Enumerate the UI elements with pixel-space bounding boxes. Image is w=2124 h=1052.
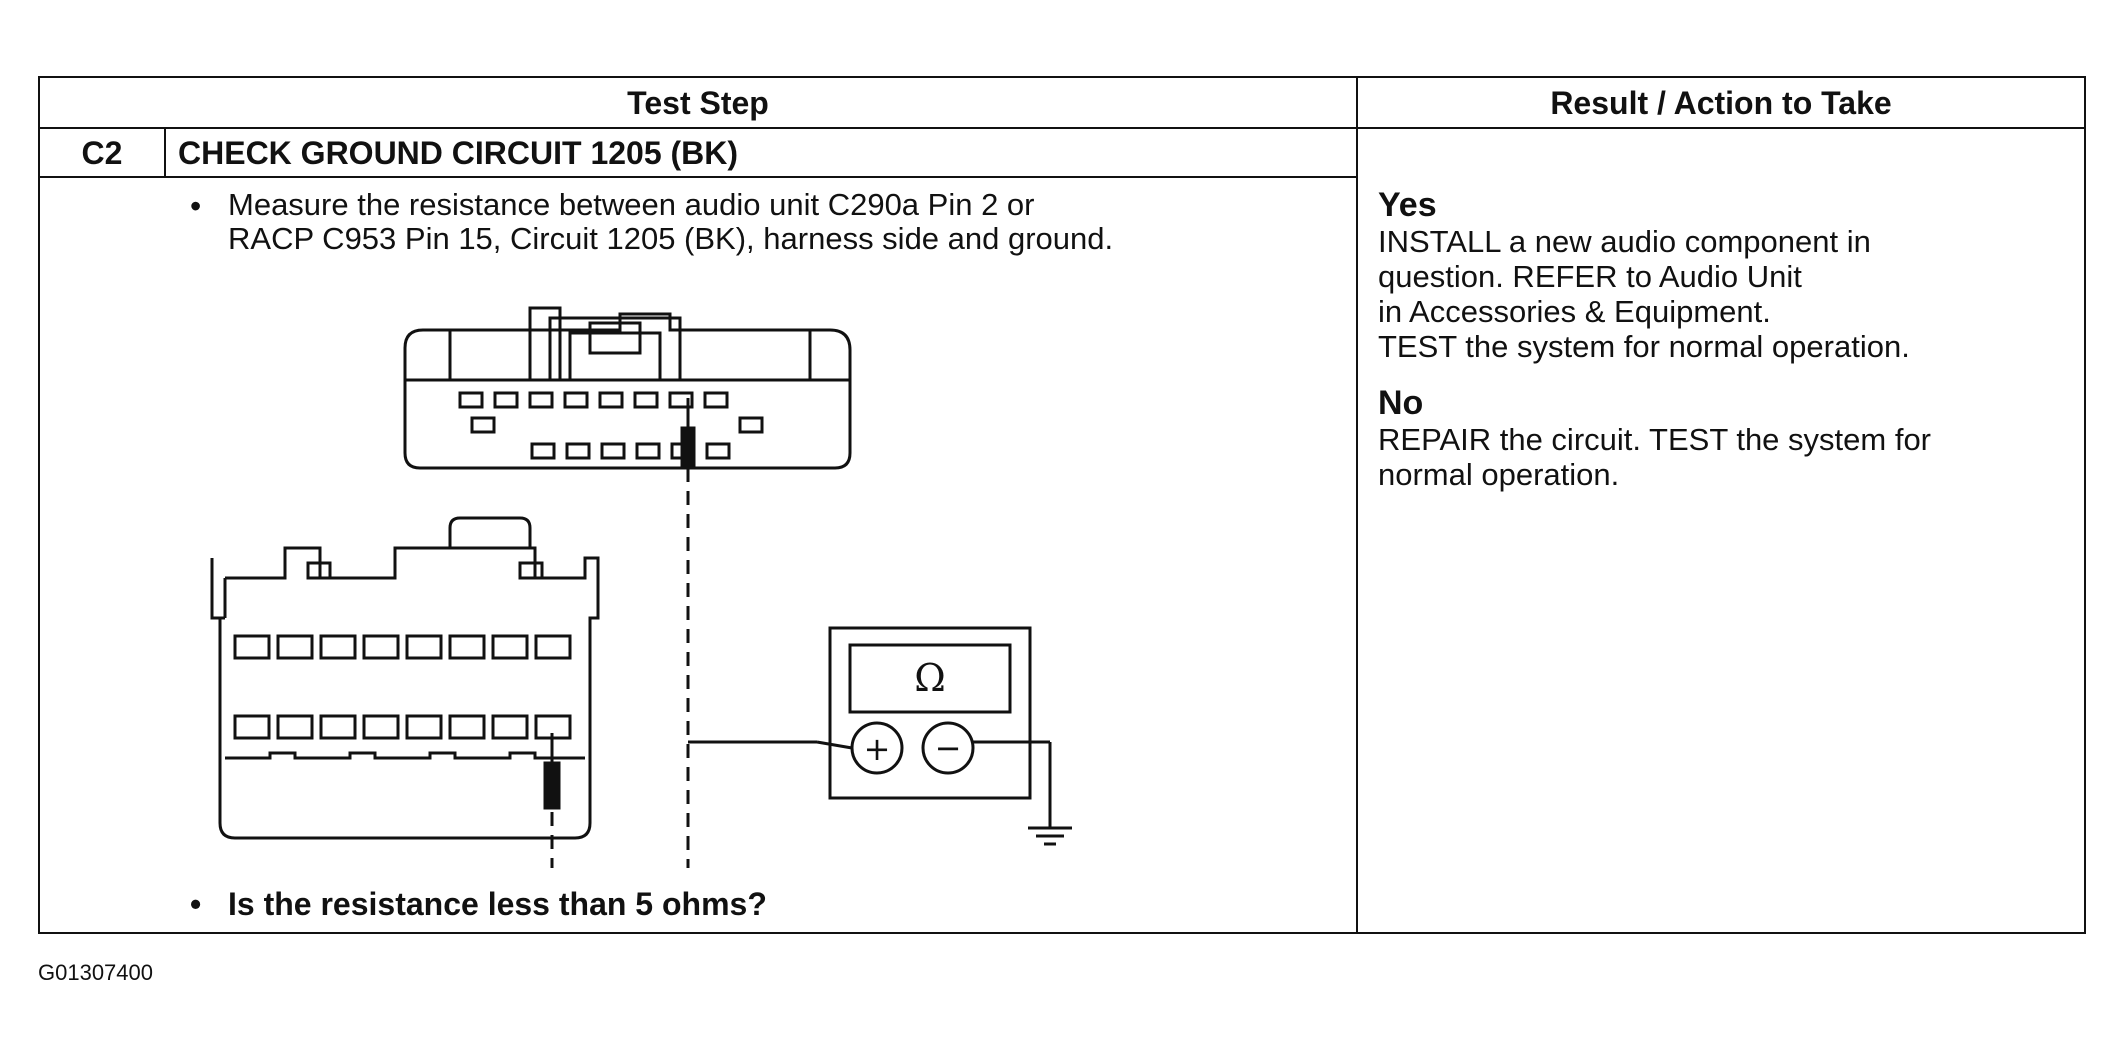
- instruction-text: Measure the resistance between audio uni…: [228, 188, 1358, 256]
- step-title-divider: [40, 176, 1356, 178]
- result-column: Yes INSTALL a new audio component in que…: [1378, 186, 2078, 492]
- test-step-table: Test Step Result / Action to Take C2 CHE…: [38, 76, 2086, 934]
- step-title: CHECK GROUND CIRCUIT 1205 (BK): [178, 135, 739, 171]
- wiring-diagram: Ω + −: [210, 306, 1072, 868]
- step-id-divider: [164, 127, 166, 177]
- yes-label: Yes: [1378, 186, 1437, 224]
- ground-symbol-icon: [1028, 826, 1072, 846]
- yes-action-line: TEST the system for normal operation.: [1378, 329, 1910, 364]
- minus-terminal-symbol: −: [935, 729, 962, 767]
- yes-action-line: in Accessories & Equipment.: [1378, 294, 1771, 329]
- yes-action-line: INSTALL a new audio component in: [1378, 224, 1871, 259]
- instruction-line: Measure the resistance between audio uni…: [228, 187, 1035, 222]
- no-action-line: REPAIR the circuit. TEST the system for: [1378, 422, 1932, 457]
- connector-upper-icon: [403, 306, 852, 470]
- instruction-line: RACP C953 Pin 15, Circuit 1205 (BK), har…: [228, 221, 1114, 256]
- ohm-symbol: Ω: [914, 656, 946, 700]
- step-id: C2: [81, 135, 123, 171]
- header-divider: [40, 127, 2084, 129]
- yes-action-line: question. REFER to Audio Unit: [1378, 259, 1802, 294]
- header-result-action: Result / Action to Take: [1550, 85, 1892, 121]
- question-text: Is the resistance less than 5 ohms?: [228, 886, 767, 922]
- figure-id: G01307400: [38, 960, 153, 985]
- bullet-question: •: [190, 886, 202, 922]
- bullet-instruction: •: [190, 188, 202, 224]
- header-test-step: Test Step: [627, 85, 769, 121]
- ohmmeter-icon: [816, 626, 1052, 828]
- plus-terminal-symbol: +: [864, 730, 891, 768]
- column-divider: [1356, 78, 1358, 932]
- no-action-line: normal operation.: [1378, 457, 1620, 492]
- probe-lower-icon: [543, 733, 561, 810]
- no-label: No: [1378, 384, 1424, 422]
- connector-lower-icon: [210, 516, 600, 840]
